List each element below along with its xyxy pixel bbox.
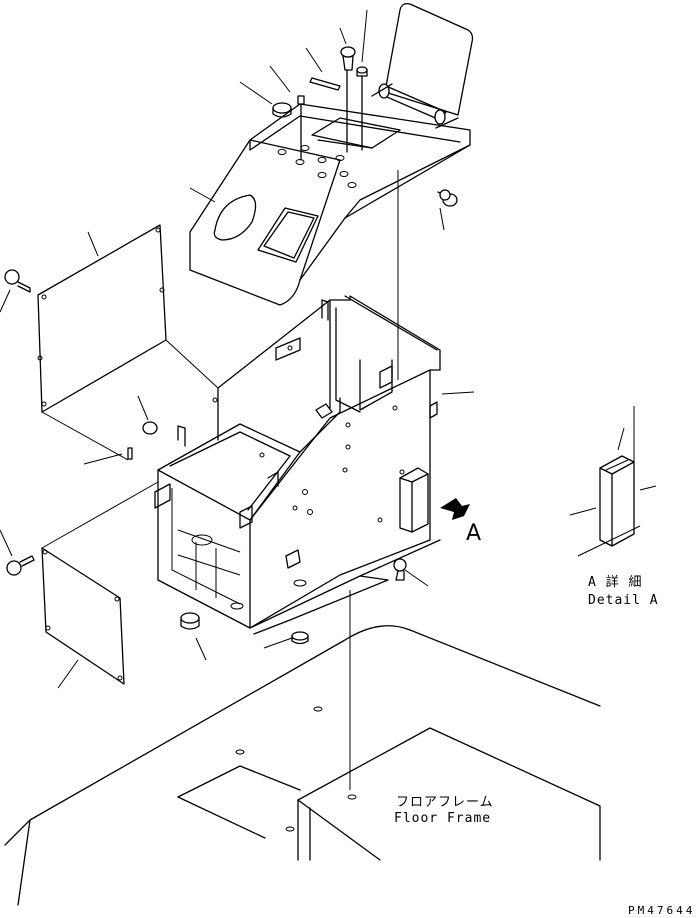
floor-frame-label-jp: フロアフレーム (396, 795, 494, 810)
left-side-cover (4, 224, 219, 461)
leader-lines (0, 9, 475, 689)
top-cover (189, 103, 471, 306)
misc-parts (127, 421, 407, 790)
detail-title-en: Detail A (588, 593, 659, 608)
floor-frame (4, 625, 601, 906)
hinged-lid (371, 2, 474, 129)
view-arrow: A (440, 498, 481, 546)
detail-a: A 詳 細 Detail A (569, 406, 659, 608)
top-fasteners (272, 46, 458, 380)
detail-title-jp: A 詳 細 (588, 574, 642, 590)
view-arrow-label: A (466, 521, 481, 546)
front-cover (6, 481, 159, 685)
floor-frame-label-en: Floor Frame (394, 811, 491, 826)
console-box-frame (154, 295, 441, 635)
drawing-code: PM47644 (628, 904, 695, 917)
